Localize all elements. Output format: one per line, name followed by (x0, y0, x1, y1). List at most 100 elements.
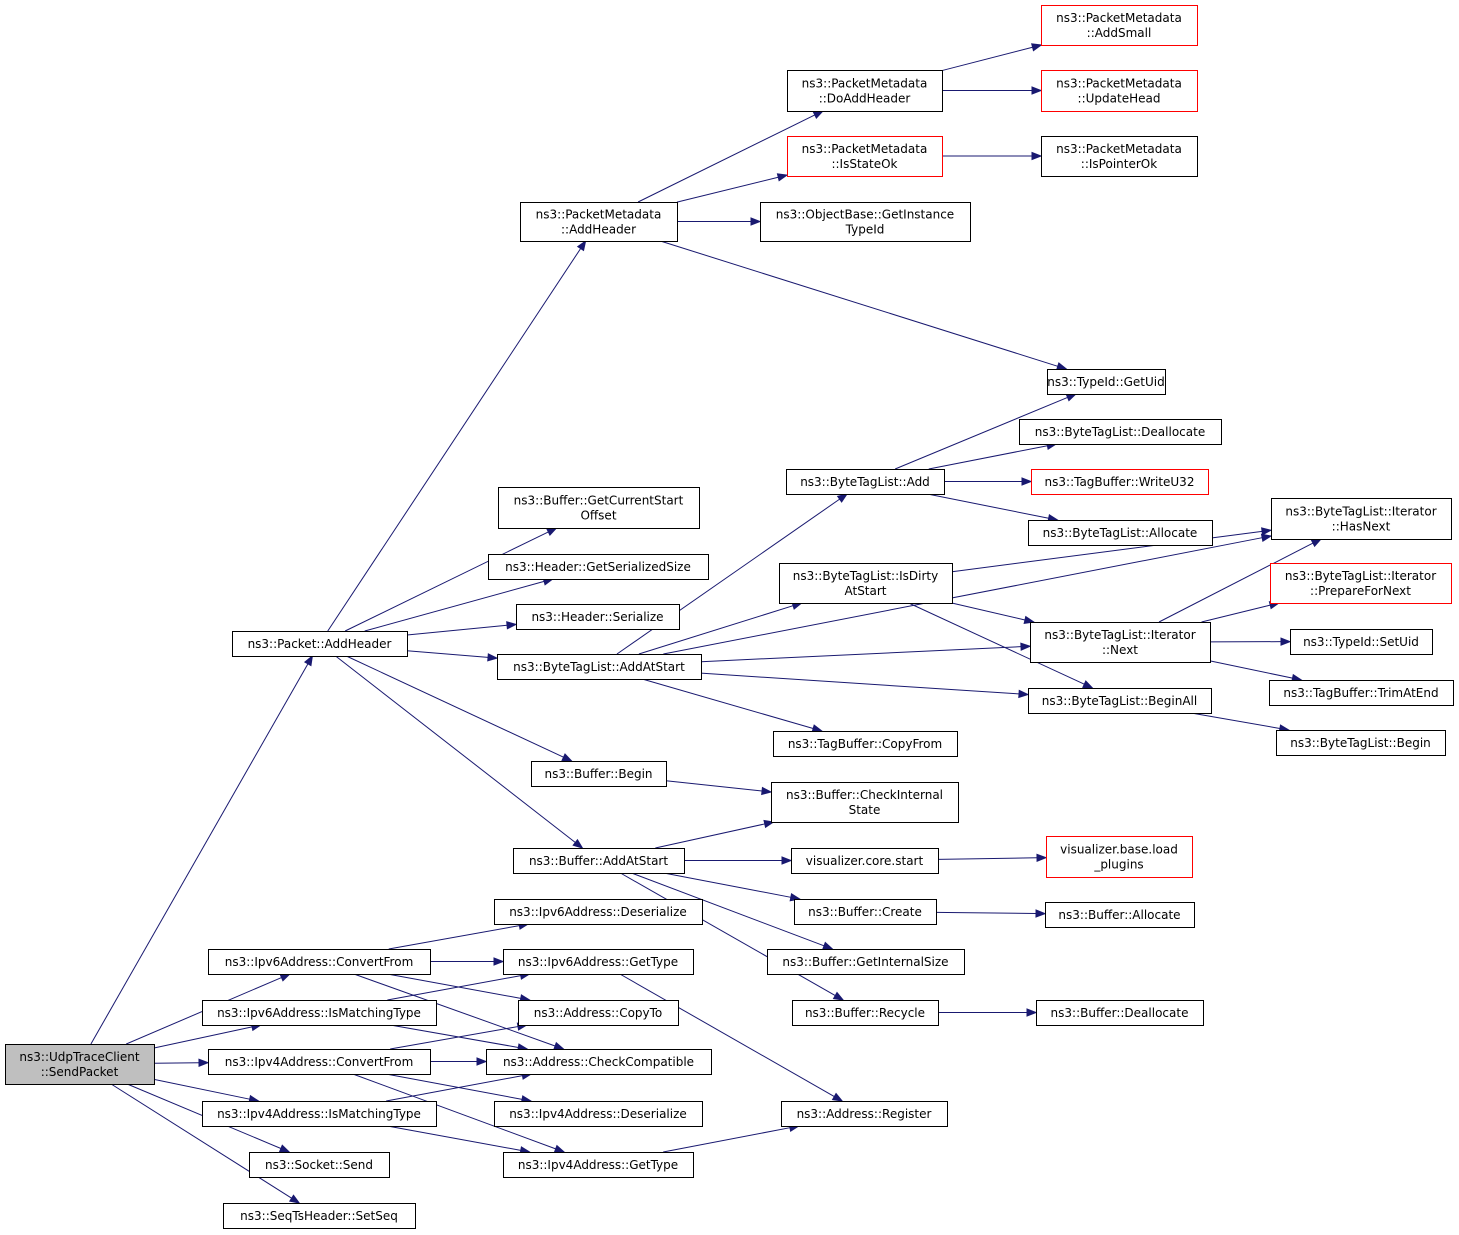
node-box (202, 1101, 437, 1127)
node-n47[interactable]: ns3::Socket::Send (249, 1152, 390, 1178)
node-box (208, 1049, 431, 1075)
node-label: ns3::Ipv6Address::GetType (518, 955, 678, 969)
node-n46[interactable]: ns3::Address::Register (781, 1101, 948, 1127)
node-n7[interactable]: ns3::PacketMetadata::IsPointerOk (1041, 136, 1198, 177)
node-n36[interactable]: ns3::Buffer::Deallocate (1036, 1000, 1204, 1026)
node-n48[interactable]: ns3::Ipv4Address::GetType (503, 1152, 694, 1178)
node-label: ns3::ByteTagList::Iterator (1285, 505, 1436, 519)
node-n18[interactable]: ns3::ByteTagList::Iterator::HasNext (1271, 498, 1452, 540)
node-box (516, 604, 680, 630)
node-n40[interactable]: ns3::Ipv6Address::IsMatchingType (202, 1000, 437, 1026)
node-n20[interactable]: ns3::ByteTagList::Iterator::Next (1030, 622, 1211, 663)
edge-n1-n2 (327, 239, 587, 632)
node-box (232, 631, 408, 657)
node-label: ns3::PacketMetadata (1056, 77, 1182, 91)
node-box (513, 848, 685, 874)
edge-n0-n44 (153, 1078, 260, 1104)
node-n1[interactable]: ns3::Packet::AddHeader (232, 631, 408, 657)
edge-n1-n27 (346, 655, 573, 762)
node-label: ns3::Buffer::GetInternalSize (782, 955, 948, 969)
arrowhead-icon (487, 653, 499, 662)
node-label: ::SendPacket (41, 1065, 119, 1079)
edge-n30-n31 (937, 853, 1048, 863)
node-n21[interactable]: ns3::ByteTagList::Iterator::PrepareForNe… (1270, 563, 1452, 604)
node-label: ns3::Buffer::GetCurrentStart (514, 494, 684, 508)
node-label: ns3::ByteTagList::AddAtStart (513, 660, 685, 674)
edge-n2-n3 (637, 110, 825, 203)
node-label: ::PrepareForNext (1310, 584, 1411, 598)
node-n15[interactable]: ns3::ByteTagList::Deallocate (1019, 419, 1222, 445)
node-label: ns3::ObjectBase::GetInstance (776, 208, 954, 222)
node-label: ns3::ByteTagList::Allocate (1043, 526, 1198, 540)
edge-n14-n15 (928, 441, 1058, 470)
arrowhead-icon (1260, 533, 1273, 542)
node-n26[interactable]: ns3::TagBuffer::CopyFrom (773, 731, 958, 757)
node-n39[interactable]: ns3::Ipv6Address::GetType (503, 949, 694, 975)
node-label: ns3::Packet::AddHeader (248, 637, 392, 651)
node-box (494, 1101, 703, 1127)
node-n32[interactable]: ns3::Buffer::Create (794, 899, 937, 925)
node-n11[interactable]: ns3::Header::GetSerializedSize (488, 554, 709, 580)
node-box (518, 1000, 679, 1026)
node-label: ns3::ByteTagList::IsDirty (793, 569, 938, 583)
node-n14[interactable]: ns3::ByteTagList::Add (786, 469, 945, 495)
node-n5[interactable]: ns3::PacketMetadata::UpdateHead (1041, 70, 1198, 112)
node-n49[interactable]: ns3::SeqTsHeader::SetSeq (223, 1203, 416, 1229)
node-n24[interactable]: ns3::ByteTagList::BeginAll (1028, 688, 1212, 714)
node-n41[interactable]: ns3::Address::CopyTo (518, 1000, 679, 1026)
node-box (5, 1044, 155, 1085)
node-box (202, 1000, 437, 1026)
node-n44[interactable]: ns3::Ipv4Address::IsMatchingType (202, 1101, 437, 1127)
node-label: ::AddHeader (561, 223, 636, 237)
edge-n42-n43 (430, 1057, 488, 1066)
node-n37[interactable]: ns3::Ipv6Address::Deserialize (494, 899, 703, 925)
node-n16[interactable]: ns3::TagBuffer::WriteU32 (1031, 469, 1209, 495)
node-box (1270, 563, 1452, 604)
node-n25[interactable]: ns3::ByteTagList::Begin (1276, 730, 1446, 756)
node-n43[interactable]: ns3::Address::CheckCompatible (486, 1049, 712, 1075)
node-box (1030, 622, 1211, 663)
node-n6[interactable]: ns3::PacketMetadata::IsStateOk (787, 136, 943, 177)
node-n9[interactable]: ns3::TypeId::GetUid (1047, 369, 1166, 395)
edge-n14-n16 (944, 477, 1033, 486)
node-n12[interactable]: ns3::Header::Serialize (516, 604, 680, 630)
edge-n1-n29 (335, 655, 584, 849)
node-n42[interactable]: ns3::Ipv4Address::ConvertFrom (208, 1049, 431, 1075)
arrowhead-icon (781, 856, 793, 865)
node-n33[interactable]: ns3::Buffer::Allocate (1045, 902, 1195, 928)
node-n23[interactable]: ns3::TagBuffer::TrimAtEnd (1269, 680, 1454, 706)
node-n29[interactable]: ns3::Buffer::AddAtStart (513, 848, 685, 874)
node-n0: ns3::UdpTraceClient::SendPacket (5, 1044, 155, 1085)
node-n22[interactable]: ns3::TypeId::SetUid (1290, 629, 1433, 655)
node-box (791, 848, 939, 874)
node-n17[interactable]: ns3::ByteTagList::Allocate (1028, 520, 1213, 546)
node-n4[interactable]: ns3::PacketMetadata::AddSmall (1041, 5, 1198, 46)
node-n27[interactable]: ns3::Buffer::Begin (531, 761, 667, 787)
node-n2[interactable]: ns3::PacketMetadata::AddHeader (520, 202, 678, 242)
node-n30[interactable]: visualizer.core.start (791, 848, 939, 874)
edge-n0-n49 (110, 1083, 301, 1204)
node-n34[interactable]: ns3::Buffer::GetInternalSize (767, 949, 965, 975)
node-box (1041, 136, 1198, 177)
arrowhead-icon (1023, 615, 1036, 624)
edge-n27-n28 (665, 780, 773, 796)
arrowhead-icon (288, 1194, 301, 1204)
node-box (786, 469, 945, 495)
node-n35[interactable]: ns3::Buffer::Recycle (792, 1000, 939, 1026)
node-box (486, 1049, 712, 1075)
node-n3[interactable]: ns3::PacketMetadata::DoAddHeader (787, 70, 943, 112)
edge-n6-n7 (942, 151, 1043, 161)
node-box (1271, 498, 1452, 540)
node-n38[interactable]: ns3::Ipv6Address::ConvertFrom (208, 949, 431, 975)
edge-n13-n18 (663, 533, 1273, 655)
edge-n1-n12 (406, 621, 518, 636)
node-n45[interactable]: ns3::Ipv4Address::Deserialize (494, 1101, 703, 1127)
node-n31[interactable]: visualizer.base.load_plugins (1046, 836, 1193, 878)
node-box (1276, 730, 1446, 756)
node-n13[interactable]: ns3::ByteTagList::AddAtStart (497, 654, 702, 680)
node-label: ns3::Header::GetSerializedSize (505, 560, 691, 574)
